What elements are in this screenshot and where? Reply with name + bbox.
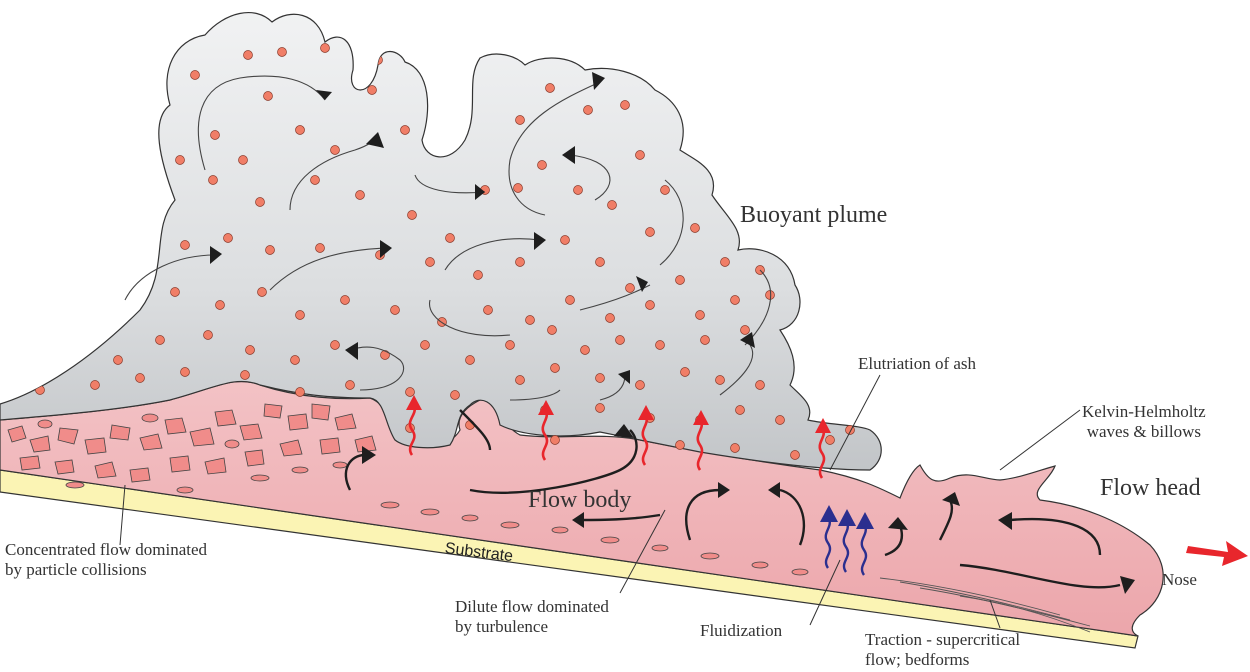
- buoyant-plume-label: Buoyant plume: [740, 202, 888, 228]
- concentrated-clasts: [7, 403, 809, 576]
- traction-line2: flow; bedforms: [865, 649, 970, 669]
- flow-body-label: Flow body: [528, 487, 632, 513]
- concentrated-flow-line2: by particle collisions: [5, 559, 147, 579]
- kelvin-helmholtz-label: Kelvin-Helmholtz waves & billows: [1082, 402, 1206, 441]
- dilute-flow-line1: Dilute flow dominated: [455, 597, 609, 616]
- elutriation-arrows: [406, 395, 831, 479]
- flow-head-label: Flow head: [1100, 475, 1201, 501]
- flow-arrowheads: [362, 424, 1135, 594]
- traction-label: Traction - supercritical flow; bedforms: [865, 630, 1020, 669]
- plume-arrowheads: [210, 72, 755, 384]
- traction-line1: Traction - supercritical: [865, 630, 1021, 649]
- concentrated-flow-line1: Concentrated flow dominated: [5, 540, 208, 559]
- elutriation-label: Elutriation of ash: [858, 354, 977, 373]
- leader-lines: [119, 374, 1081, 629]
- dilute-flow-label: Dilute flow dominated by turbulence: [455, 597, 609, 636]
- suspended-particles: [35, 13, 855, 460]
- fluidization-label: Fluidization: [700, 621, 783, 640]
- nose-label: Nose: [1162, 570, 1197, 589]
- fluidization-arrows: [820, 505, 874, 576]
- buoyant-plume-cloud: [0, 12, 882, 471]
- concentrated-flow-label: Concentrated flow dominated by particle …: [5, 540, 207, 579]
- kelvin-helmholtz-line2: waves & billows: [1086, 421, 1201, 441]
- kelvin-helmholtz-line1: Kelvin-Helmholtz: [1082, 402, 1206, 421]
- dilute-flow-line2: by turbulence: [455, 616, 548, 636]
- bedform-lines: [879, 577, 1091, 633]
- flow-direction-arrow: [1186, 541, 1248, 566]
